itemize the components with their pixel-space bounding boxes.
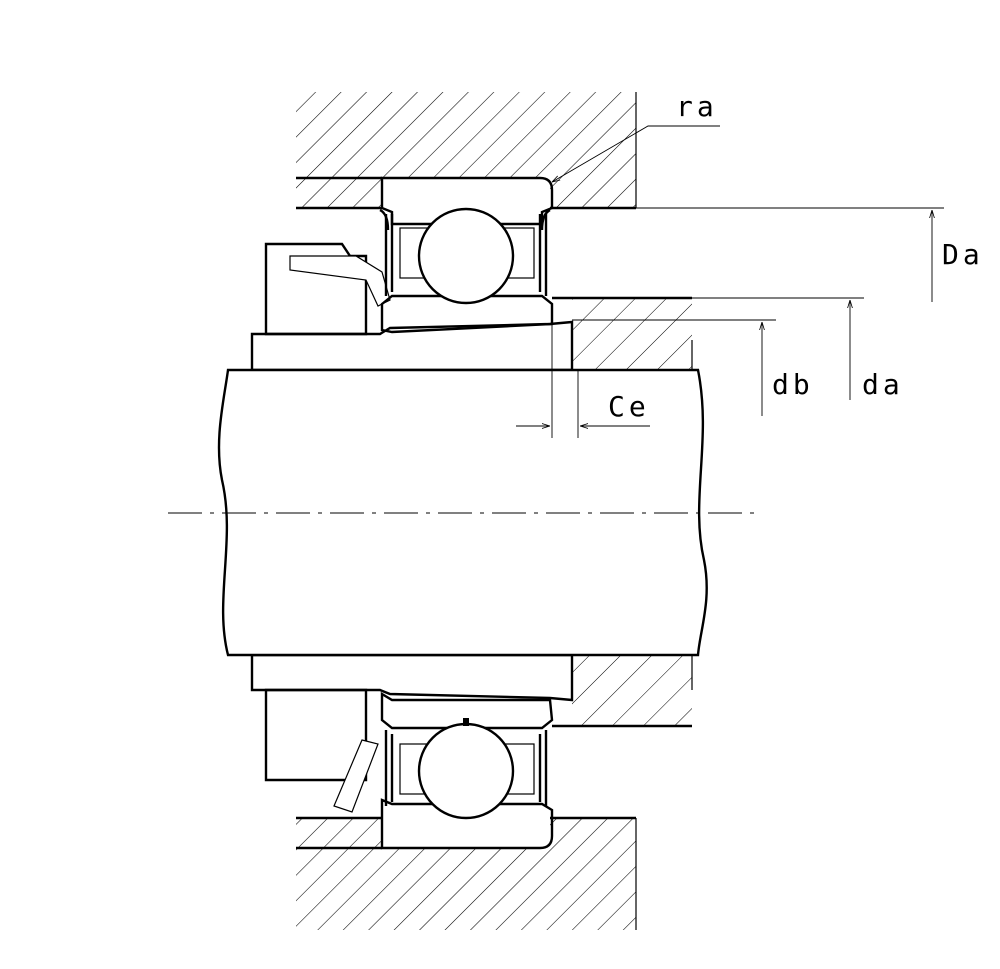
bearing-bottom — [380, 691, 554, 850]
housing-top — [296, 92, 637, 210]
adapter-sleeve-bottom — [250, 653, 574, 702]
ball-top — [417, 207, 515, 305]
label-ra: ra — [676, 90, 718, 123]
adapter-sleeve-top — [250, 320, 574, 372]
dimension-Da: Da — [636, 207, 984, 302]
dimension-ra: ra — [552, 90, 720, 182]
housing-bottom — [296, 816, 637, 930]
shaft-shoulder-bottom — [552, 655, 693, 728]
bearing-top — [379, 176, 554, 334]
dimension-Ce: Ce — [516, 324, 650, 438]
ball-bottom — [417, 722, 515, 820]
label-da: da — [862, 368, 904, 401]
dimension-da: da — [692, 297, 904, 401]
label-Ce: Ce — [608, 390, 650, 423]
locking-collar-bottom — [264, 688, 379, 813]
label-Da: Da — [942, 238, 984, 271]
label-db: db — [772, 368, 814, 401]
shaft-shoulder-top — [552, 296, 693, 370]
dimension-db: db — [572, 319, 814, 416]
shaft — [217, 368, 708, 657]
locking-collar-top — [264, 242, 391, 336]
